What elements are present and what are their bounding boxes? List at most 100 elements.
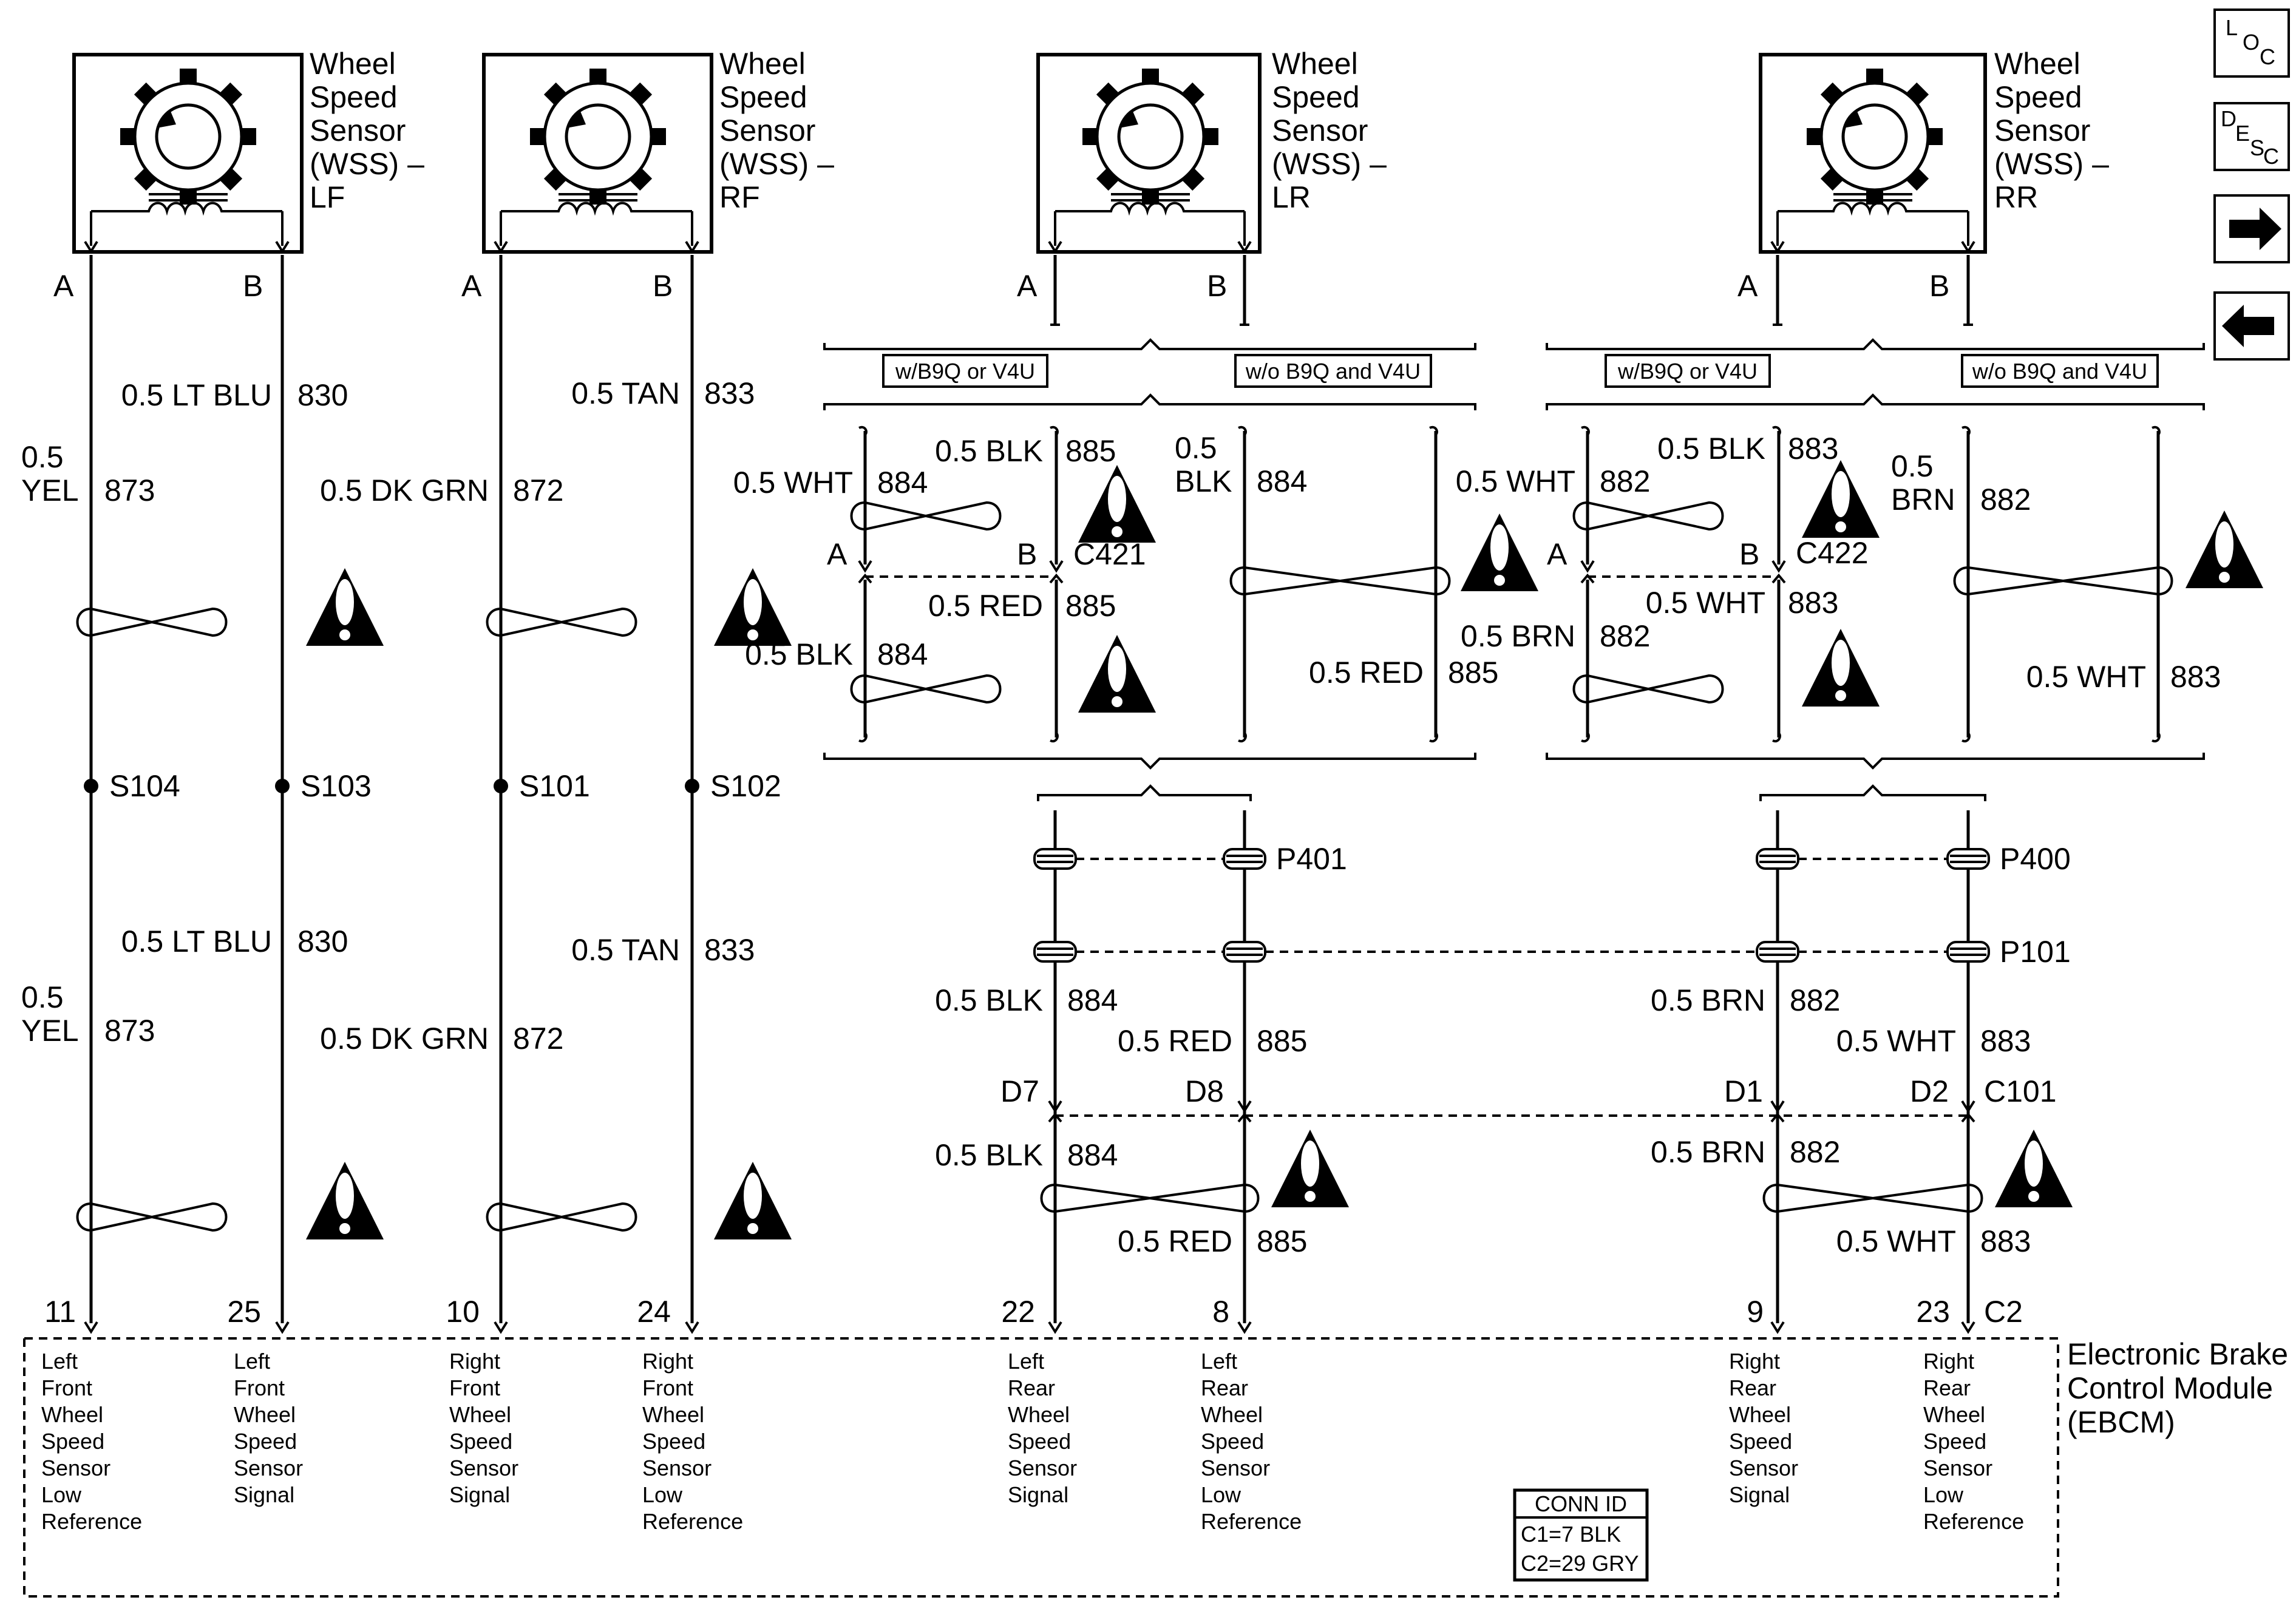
- connector-pin: B: [1739, 537, 1759, 571]
- wire-label: 0.5 DK GRN: [320, 473, 489, 507]
- wire-color: YEL: [21, 473, 79, 507]
- sensor-title-line: Speed: [1994, 80, 2082, 114]
- function-text: Speed: [1201, 1429, 1264, 1454]
- sensor-title-line: LR: [1272, 180, 1311, 214]
- wire-label: 0.5 BRN: [1651, 983, 1765, 1017]
- circuit-number: 885: [1257, 1224, 1307, 1258]
- wire-label: 0.5 BRN: [1461, 619, 1575, 653]
- function-text: Wheel: [234, 1402, 296, 1427]
- pin-number: 24: [637, 1295, 671, 1329]
- connector-label: C422: [1796, 536, 1869, 570]
- arrow-right-icon: [2229, 208, 2281, 250]
- sensor-title-line: Wheel: [1272, 47, 1358, 81]
- sensor-title-line: RF: [719, 180, 760, 214]
- function-text: Signal: [1008, 1482, 1068, 1507]
- pin-number: 25: [227, 1295, 261, 1329]
- circuit-number: 830: [297, 378, 348, 412]
- connector-pin: D7: [1000, 1074, 1039, 1108]
- wire-label: 0.5 BLK: [935, 983, 1043, 1017]
- splice-dot: [494, 779, 508, 793]
- circuit-number: 873: [104, 473, 155, 507]
- pin-number: 11: [44, 1295, 76, 1329]
- function-text: Wheel: [41, 1402, 103, 1427]
- connector-pin: A: [827, 537, 847, 571]
- conn-id-row: C1=7 BLK: [1521, 1522, 1621, 1547]
- function-text: Wheel: [642, 1402, 704, 1427]
- wire-label: 0.5 BLK: [935, 434, 1043, 468]
- function-text: Wheel: [449, 1402, 511, 1427]
- wheel-sensor-icon: [1082, 69, 1218, 205]
- sensor-title-line: LF: [310, 180, 345, 214]
- wire-label: 0.5 TAN: [571, 376, 680, 410]
- desc-letter: D: [2221, 106, 2237, 131]
- function-text: Sensor: [642, 1456, 712, 1480]
- pin-number: 23: [1916, 1295, 1950, 1329]
- function-text: Rear: [1729, 1375, 1776, 1400]
- function-text: Sensor: [234, 1456, 303, 1480]
- function-text: Sensor: [1201, 1456, 1270, 1480]
- function-text: Reference: [41, 1509, 142, 1534]
- connector-label: P400: [2000, 842, 2071, 876]
- pin-number: 22: [1001, 1295, 1035, 1329]
- function-text: Speed: [41, 1429, 104, 1454]
- circuit-number: 882: [1980, 483, 2031, 517]
- wire-label: 0.5 TAN: [571, 933, 680, 967]
- pin-label: B: [653, 269, 673, 303]
- wheel-sensor-icon: [1807, 69, 1943, 205]
- function-text: Left: [234, 1349, 270, 1374]
- wire-label: 0.5 BRN: [1651, 1135, 1765, 1169]
- sensor-lr: Wheel Speed Sensor (WSS) – LR A B: [1017, 47, 1387, 303]
- arrow-left-icon: [2222, 305, 2274, 347]
- sensor-title-line: (WSS) –: [1994, 147, 2109, 181]
- caution-icon: [1078, 635, 1156, 713]
- desc-button[interactable]: D E S C: [2213, 102, 2290, 171]
- pin-function-lr-low: Left Rear Wheel Speed Sensor Low Referen…: [1201, 1349, 1302, 1534]
- function-text: Sensor: [1008, 1456, 1077, 1480]
- circuit-number: 883: [2170, 660, 2221, 694]
- function-text: Low: [642, 1482, 683, 1507]
- circuit-number: 883: [1980, 1224, 2031, 1258]
- splice-dot: [685, 779, 699, 793]
- conn-id-title: CONN ID: [1535, 1491, 1627, 1516]
- caution-icon: [2186, 510, 2263, 588]
- splice-dot: [275, 779, 290, 793]
- connector-label: C2: [1984, 1295, 2023, 1329]
- rr-option-section: w/B9Q or V4U w/o B9Q and V4U 0.5 WHT 882…: [1456, 255, 2263, 770]
- function-text: Front: [449, 1375, 500, 1400]
- desc-letter: E: [2235, 121, 2250, 146]
- pin-function-rf-low: Right Front Wheel Speed Sensor Low Refer…: [642, 1349, 743, 1534]
- sensor-title-line: (WSS) –: [310, 147, 424, 181]
- wire-label: 0.5 WHT: [733, 466, 853, 500]
- wire-label: 0.5 RED: [1118, 1024, 1232, 1058]
- back-button[interactable]: [2213, 291, 2290, 361]
- pin-number: 9: [1747, 1295, 1764, 1329]
- function-text: Sensor: [449, 1456, 518, 1480]
- circuit-number: 833: [704, 933, 755, 967]
- function-text: Sensor: [41, 1456, 110, 1480]
- loc-button[interactable]: L O C: [2213, 8, 2290, 78]
- function-text: Wheel: [1729, 1402, 1791, 1427]
- wire-size: 0.5: [1175, 431, 1217, 465]
- function-text: Speed: [1923, 1429, 1986, 1454]
- wire-label: 0.5 WHT: [1836, 1224, 1956, 1258]
- caution-icon: [714, 568, 792, 646]
- wire-label: 0.5 WHT: [1646, 586, 1765, 620]
- pin-label: B: [1929, 269, 1949, 303]
- conn-id-row: C2=29 GRY: [1521, 1551, 1639, 1576]
- function-text: Front: [642, 1375, 693, 1400]
- caution-icon: [1461, 514, 1538, 591]
- circuit-number: 885: [1065, 434, 1116, 468]
- function-text: Speed: [642, 1429, 705, 1454]
- option-label: w/o B9Q and V4U: [1972, 359, 2147, 384]
- function-text: Rear: [1923, 1375, 1971, 1400]
- function-text: Speed: [234, 1429, 297, 1454]
- caution-icon: [306, 1162, 384, 1239]
- function-text: Rear: [1201, 1375, 1248, 1400]
- forward-button[interactable]: [2213, 194, 2290, 263]
- connector-label: C421: [1073, 537, 1146, 571]
- wire-label: 0.5 WHT: [2026, 660, 2146, 694]
- caution-icon: [1995, 1130, 2073, 1207]
- loc-letter: O: [2243, 30, 2260, 55]
- function-text: Reference: [1201, 1509, 1302, 1534]
- option-box: [1234, 354, 1432, 388]
